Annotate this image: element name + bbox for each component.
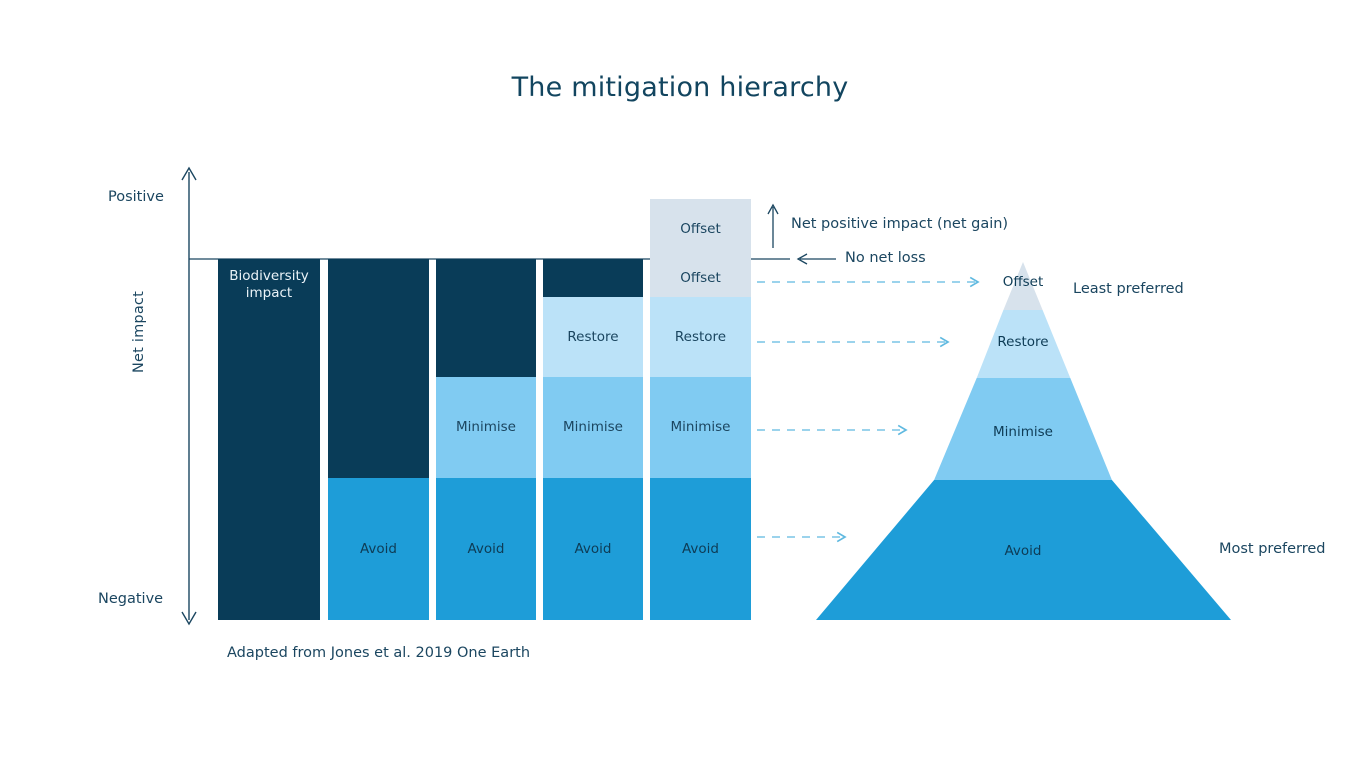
annotation-least-preferred: Least preferred bbox=[1073, 281, 1184, 297]
bar-segment-avoid[interactable]: Avoid bbox=[650, 478, 751, 620]
mitigation-pyramid bbox=[816, 262, 1231, 620]
bar-segment-label: Restore bbox=[567, 328, 619, 345]
page-title: The mitigation hierarchy bbox=[511, 72, 849, 103]
y-axis bbox=[181, 166, 197, 626]
bar-full-hierarchy[interactable]: Offset Offset Restore Minimise Avoid bbox=[650, 199, 751, 620]
annotation-most-preferred: Most preferred bbox=[1219, 541, 1326, 557]
bar-segment-label: Avoid bbox=[574, 540, 612, 557]
bar-segment-minimise[interactable]: Minimise bbox=[650, 377, 751, 478]
bar-segment-restore[interactable]: Restore bbox=[543, 297, 643, 377]
bar-segment-avoid[interactable]: Avoid bbox=[436, 478, 536, 620]
axis-label-negative: Negative bbox=[98, 591, 164, 607]
bar-segment-label: Offset bbox=[680, 269, 721, 286]
bar-segment-label: Biodiversity impact bbox=[229, 268, 309, 301]
bar-segment-avoid[interactable]: Avoid bbox=[543, 478, 643, 620]
pyramid-label-avoid: Avoid bbox=[1004, 543, 1042, 559]
pyramid-label-offset: Offset bbox=[1002, 274, 1044, 290]
bar-segment-label: Minimise bbox=[456, 419, 516, 436]
net-gain-arrow-icon bbox=[767, 203, 779, 248]
bar-avoid-minimise[interactable]: Minimise Avoid bbox=[436, 259, 536, 620]
bar-segment-label: Restore bbox=[674, 328, 727, 345]
bar-avoid-only[interactable]: Avoid bbox=[328, 259, 429, 620]
bar-segment-offset[interactable]: Offset bbox=[650, 259, 751, 297]
pyramid-label-minimise: Minimise bbox=[993, 424, 1053, 440]
bar-segment-minimise[interactable]: Minimise bbox=[436, 377, 536, 478]
bar-segment-avoid[interactable]: Avoid bbox=[328, 478, 429, 620]
annotation-no-net-loss: No net loss bbox=[845, 250, 926, 266]
bar-segment-label: Offset bbox=[680, 220, 721, 237]
pyramid-label-restore: Restore bbox=[997, 334, 1049, 350]
bar-avoid-minimise-restore[interactable]: Restore Minimise Avoid bbox=[543, 259, 643, 620]
bar-segment-offset-net-gain[interactable]: Offset bbox=[650, 199, 751, 259]
bar-segment-residual-impact[interactable] bbox=[543, 259, 643, 297]
bar-segment-minimise[interactable]: Minimise bbox=[543, 377, 643, 478]
bar-segment-restore[interactable]: Restore bbox=[650, 297, 751, 377]
bar-segment-label: Minimise bbox=[563, 419, 623, 436]
bar-baseline[interactable]: Biodiversity impact bbox=[218, 259, 320, 620]
bar-segment-biodiversity-impact[interactable]: Biodiversity impact bbox=[218, 259, 320, 620]
bar-segment-residual-impact[interactable] bbox=[436, 259, 536, 377]
bar-segment-residual-impact[interactable] bbox=[328, 259, 429, 478]
bar-segment-label: Minimise bbox=[670, 419, 731, 436]
source-citation: Adapted from Jones et al. 2019 One Earth bbox=[227, 645, 531, 661]
connector-arrows bbox=[757, 276, 980, 543]
axis-label-positive: Positive bbox=[108, 189, 164, 205]
axis-title-net-impact: Net impact bbox=[131, 291, 147, 373]
bar-segment-label: Avoid bbox=[359, 540, 397, 557]
bar-segment-label: Avoid bbox=[467, 540, 505, 557]
bar-segment-label: Avoid bbox=[681, 540, 719, 557]
annotation-net-positive-impact: Net positive impact (net gain) bbox=[791, 216, 1009, 232]
no-net-loss-arrow-icon bbox=[796, 253, 836, 265]
